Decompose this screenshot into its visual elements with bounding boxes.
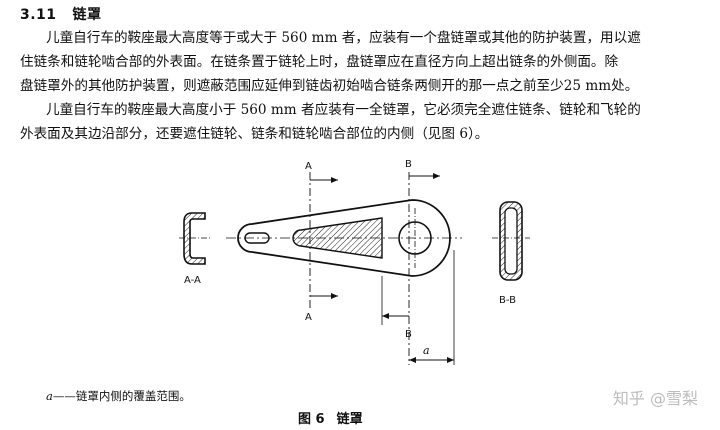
paragraph-line: 外表面及其边沿部分，还要遮住链轮、链条和链轮啮合部位的内侧（见图 6）。: [20, 126, 489, 142]
chain-guard-figure: A-A A A: [179, 159, 530, 365]
figure-note: a——链罩内侧的覆盖范围。: [46, 388, 191, 404]
section-bb-label: B-B: [499, 295, 516, 306]
figure-title: 链罩: [336, 412, 363, 427]
chain-guard-plate: [226, 199, 462, 277]
cut-line-a: [309, 172, 338, 310]
note-text: ——链罩内侧的覆盖范围。: [52, 389, 191, 403]
cut-label-a-top: A: [305, 161, 312, 172]
watermark: 知乎 @雪梨: [612, 389, 698, 408]
dimension-a: [409, 250, 455, 365]
section-bb-profile: [492, 201, 530, 281]
note-symbol: a: [46, 389, 53, 403]
paragraph-line: 儿童自行车的鞍座最大高度小于 560 mm 者应装有一全链罩，它必须完全遮住链条…: [46, 102, 641, 118]
paragraph-line: 住链条和链轮啮合部的外表面。在链条置于链轮上时，盘链罩应在直径方向上超出链条的外…: [20, 54, 619, 70]
dimension-a-label: a: [423, 344, 430, 357]
figure-caption: 图 6 链罩: [298, 408, 363, 427]
paragraph-small-bike-guard: 儿童自行车的鞍座最大高度小于 560 mm 者应装有一全链罩，它必须完全遮住链条…: [20, 98, 700, 146]
paragraph-line: 盘链罩外的其他防护装置，则遮蔽范围应延伸到链齿初始啮合链条两侧开的那一点之前至少…: [20, 78, 639, 94]
cut-label-b-bottom: B: [405, 329, 412, 340]
section-aa-profile: [179, 212, 212, 265]
paragraph-large-bike-guard: 儿童自行车的鞍座最大高度等于或大于 560 mm 者，应装有一个盘链罩或其他的防…: [20, 26, 700, 98]
section-aa-label: A-A: [184, 275, 201, 286]
cut-label-a-bottom: A: [305, 312, 312, 323]
cut-line-b: [381, 172, 440, 365]
paragraph-line: 儿童自行车的鞍座最大高度等于或大于 560 mm 者，应装有一个盘链罩或其他的防…: [46, 30, 641, 46]
figure-number: 图 6: [298, 412, 325, 427]
section-title: 链罩: [72, 7, 102, 23]
section-number: 3.11: [20, 7, 57, 23]
section-heading: 3.11 链罩: [20, 4, 102, 24]
cut-label-b-top: B: [405, 159, 412, 170]
